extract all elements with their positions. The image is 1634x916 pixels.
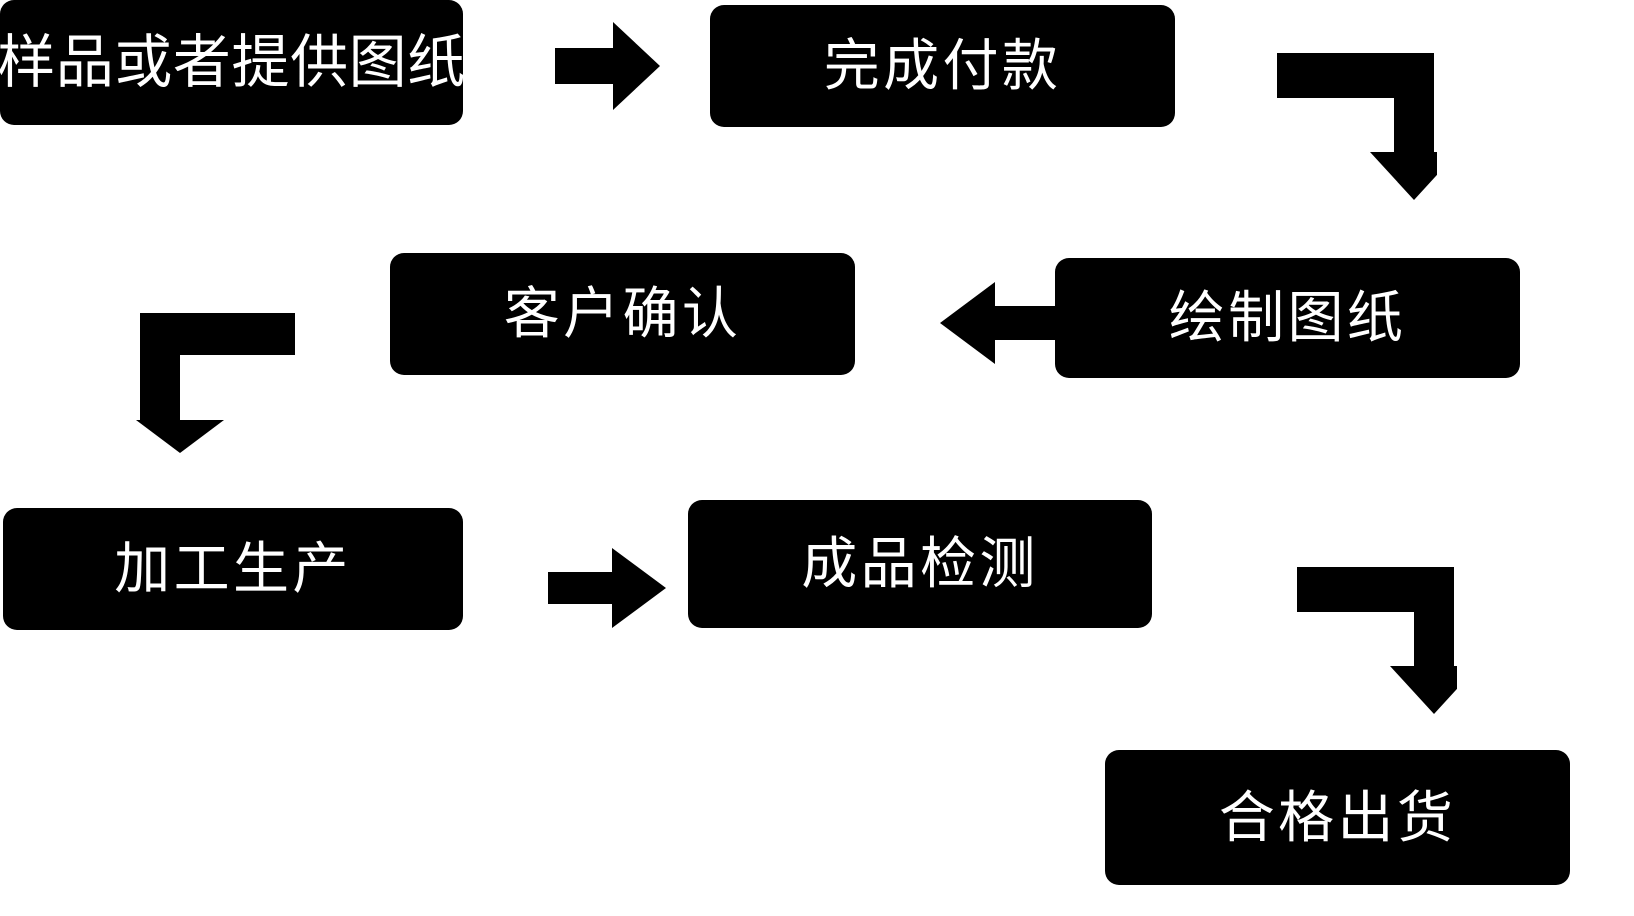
flowchart-node-confirm[interactable]: 客户确认 bbox=[390, 253, 855, 375]
flowchart-node-shipment-label: 合格出货 bbox=[1218, 785, 1457, 849]
arrow-left-icon bbox=[940, 282, 1060, 364]
arrow-elbow-right-down-icon bbox=[1277, 53, 1437, 200]
arrow-confirm-to-prod bbox=[132, 305, 297, 455]
arrow-inspect-to-ship bbox=[1292, 562, 1457, 717]
arrow-sample-to-payment bbox=[555, 22, 660, 110]
flowchart-node-payment-label: 完成付款 bbox=[823, 34, 1062, 98]
arrow-elbow-right-down-icon bbox=[1297, 567, 1457, 714]
flowchart-node-sample[interactable]: 样品或者提供图纸 bbox=[0, 0, 466, 125]
flowchart-node-inspection[interactable]: 成品检测 bbox=[688, 500, 1152, 628]
flowchart-node-payment[interactable]: 完成付款 bbox=[710, 5, 1175, 127]
flowchart-node-drawing[interactable]: 绘制图纸 bbox=[1055, 258, 1520, 378]
arrow-elbow-left-down-icon bbox=[136, 313, 295, 453]
flowchart-node-drawing-label: 绘制图纸 bbox=[1168, 286, 1407, 350]
arrow-right-icon bbox=[555, 22, 660, 110]
flowchart-node-sample-label: 样品或者提供图纸 bbox=[0, 29, 466, 95]
flowchart-node-confirm-label: 客户确认 bbox=[503, 282, 742, 346]
flowchart-node-shipment[interactable]: 合格出货 bbox=[1105, 750, 1570, 885]
flowchart-node-inspection-label: 成品检测 bbox=[801, 532, 1039, 596]
arrow-prod-to-inspect bbox=[548, 548, 666, 628]
flowchart-node-production[interactable]: 加工生产 bbox=[3, 508, 463, 630]
arrow-drawing-to-confirm bbox=[940, 282, 1060, 364]
arrow-payment-to-drawing bbox=[1272, 48, 1437, 203]
arrow-right-icon bbox=[548, 548, 666, 628]
flowchart-node-production-label: 加工生产 bbox=[114, 537, 352, 601]
